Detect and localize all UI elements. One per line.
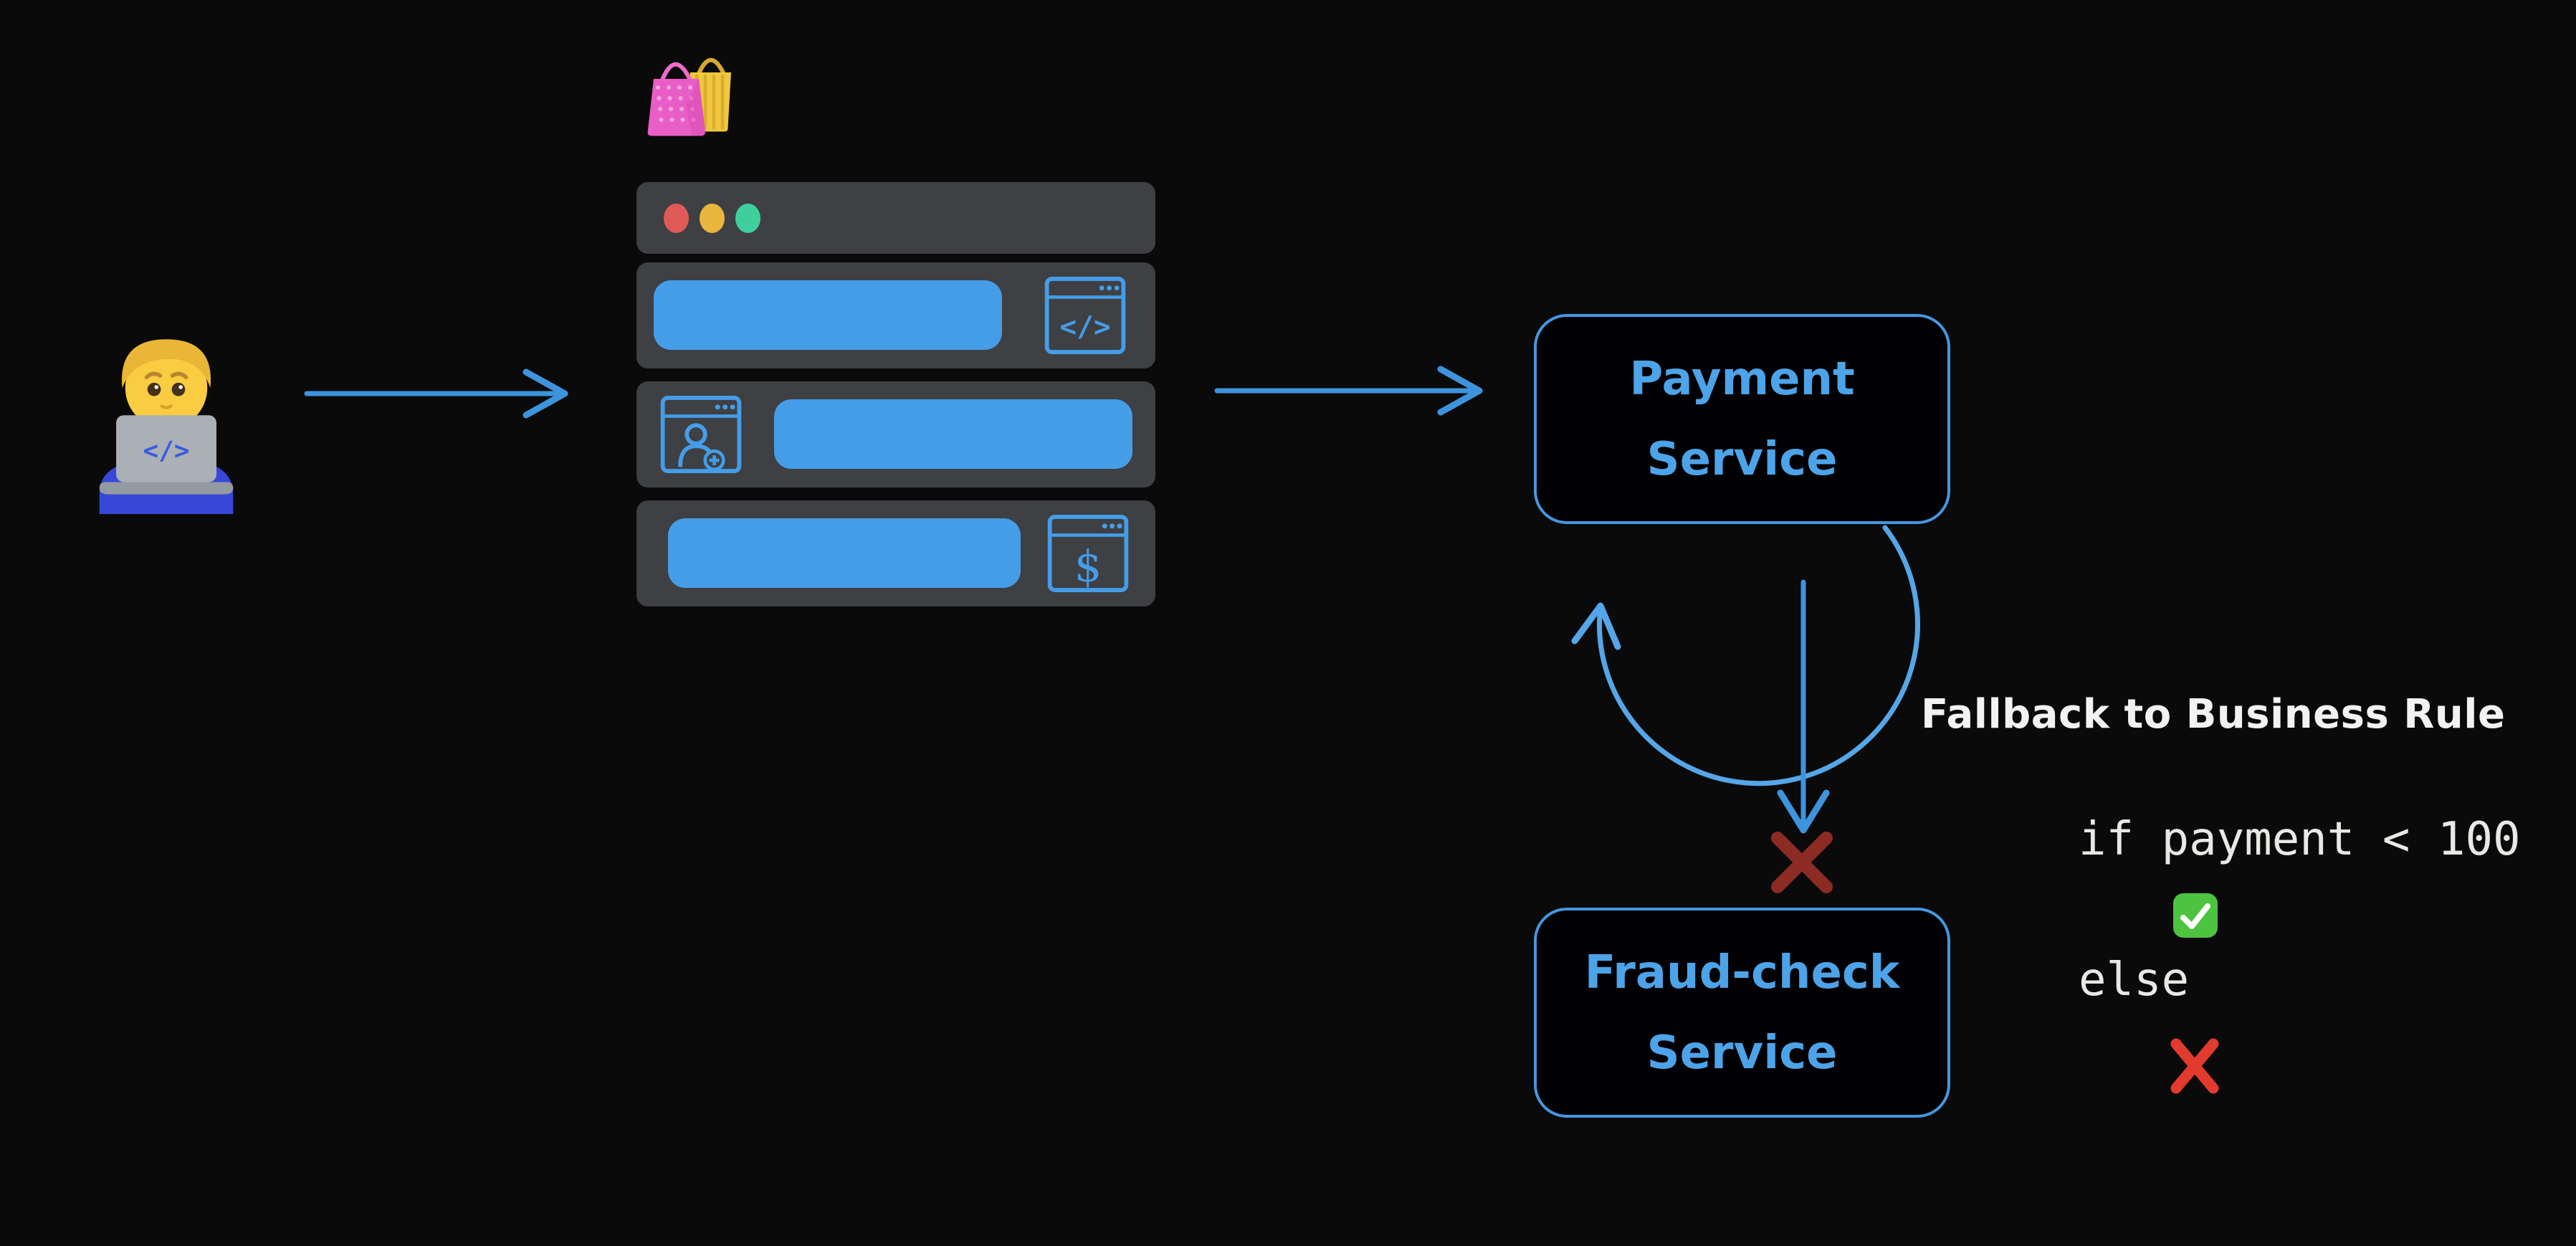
node-label-line: Payment xyxy=(1629,352,1855,406)
traffic-light-close xyxy=(664,203,689,233)
laptop-base xyxy=(99,482,234,495)
retry-loop-arrowhead xyxy=(1571,602,1621,650)
fraud-check-service-node: Fraud-check Service xyxy=(1534,908,1950,1118)
mouth xyxy=(160,404,173,409)
browser-titlebar xyxy=(636,182,1155,254)
browser-row-payment: $ xyxy=(636,500,1155,607)
code-glyph: </> xyxy=(1059,310,1110,343)
face xyxy=(125,346,208,429)
man-technologist-emoji: </> xyxy=(99,339,234,514)
code-line-if: if payment < 100 xyxy=(2079,813,2521,866)
eyebrow xyxy=(170,371,189,379)
cross-mark-dark-icon xyxy=(1771,832,1833,893)
code-window-icon: </> xyxy=(1044,277,1126,354)
retry-loop-arc xyxy=(1597,525,1920,786)
payment-service-node: Payment Service xyxy=(1534,314,1950,524)
shopping-bags-emoji xyxy=(647,57,731,136)
arrowhead-payment-to-fraud xyxy=(1777,789,1830,834)
arrowhead-dev-to-browser xyxy=(523,368,568,419)
yellow-bag-handle xyxy=(697,57,726,75)
dollar-glyph: $ xyxy=(1074,541,1102,591)
arrowhead-browser-to-payment xyxy=(1437,366,1483,416)
eye xyxy=(147,382,161,396)
add-user-window-icon xyxy=(660,396,742,473)
laptop-screen xyxy=(116,415,216,482)
browser-row-account xyxy=(636,381,1155,488)
check-mark-button-icon xyxy=(2173,893,2218,938)
fallback-label: Fallback to Business Rule xyxy=(1921,691,2506,738)
node-label-line: Service xyxy=(1646,1026,1838,1080)
node-label-line: Service xyxy=(1646,432,1838,486)
eye-highlight xyxy=(178,385,183,389)
code-line-else: else xyxy=(2079,953,2190,1007)
traffic-light-zoom xyxy=(735,203,760,233)
traffic-light-minimize xyxy=(700,203,725,233)
browser-window: </> $ xyxy=(636,182,1155,607)
eyebrow xyxy=(144,371,163,379)
laptop-code-glyph: </> xyxy=(143,437,189,466)
eye xyxy=(171,382,186,396)
content-placeholder xyxy=(668,518,1021,588)
content-placeholder xyxy=(654,280,1002,350)
content-placeholder xyxy=(774,399,1132,469)
cross-mark-icon xyxy=(2170,1038,2219,1094)
pink-bag-handle xyxy=(660,62,692,81)
hair xyxy=(121,339,211,389)
dollar-window-icon: $ xyxy=(1047,515,1129,592)
eye-highlight xyxy=(154,385,158,389)
browser-row-code: </> xyxy=(636,262,1155,368)
node-label-line: Fraud-check xyxy=(1584,946,1900,999)
pink-bag-fold xyxy=(686,79,705,136)
